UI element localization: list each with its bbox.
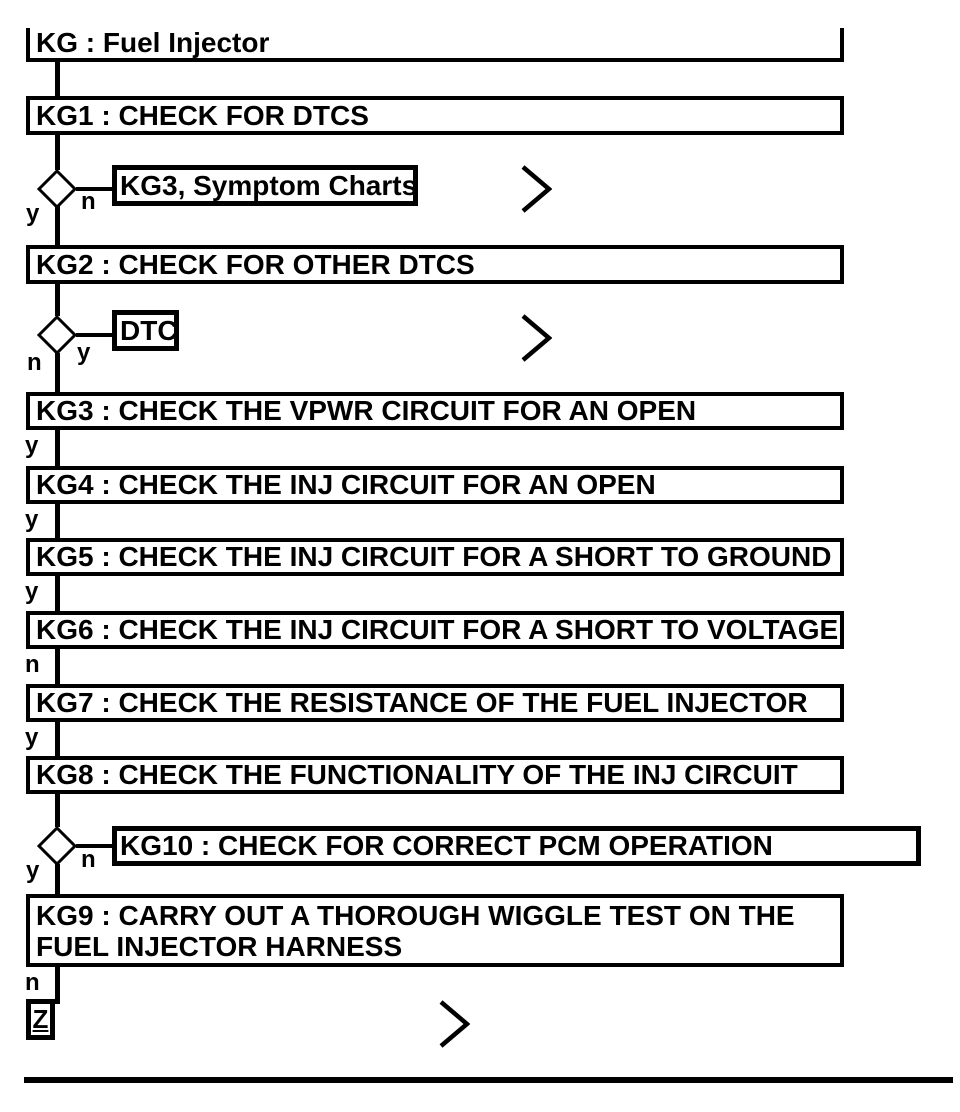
exit-label-yes: y bbox=[25, 506, 39, 533]
connector-line bbox=[55, 504, 60, 538]
continue-chevron-icon bbox=[521, 314, 552, 362]
step-label: KG6 : CHECK THE INJ CIRCUIT FOR A SHORT … bbox=[36, 614, 839, 645]
branch-target-dtc[interactable]: DTC bbox=[112, 310, 179, 351]
connector-line bbox=[76, 844, 112, 848]
continue-chevron-icon bbox=[521, 165, 552, 213]
branch-label-yes: y bbox=[26, 200, 40, 227]
connector-line bbox=[55, 62, 60, 96]
continue-chevron-icon bbox=[439, 1000, 470, 1048]
step-label: KG3 : CHECK THE VPWR CIRCUIT FOR AN OPEN bbox=[36, 395, 697, 426]
exit-label-yes: y bbox=[25, 432, 39, 459]
branch-target-label: DTC bbox=[120, 314, 178, 346]
connector-line bbox=[55, 430, 60, 466]
exit-label-yes: y bbox=[25, 578, 39, 605]
step-label-line2: FUEL INJECTOR HARNESS bbox=[36, 930, 403, 962]
connector-line bbox=[55, 206, 60, 245]
step-box-kg2[interactable]: KG2 : CHECK FOR OTHER DTCS bbox=[26, 245, 844, 284]
step-box-kg3[interactable]: KG3 : CHECK THE VPWR CIRCUIT FOR AN OPEN bbox=[26, 392, 844, 430]
step-label: KG4 : CHECK THE INJ CIRCUIT FOR AN OPEN bbox=[36, 469, 656, 500]
connector-line bbox=[55, 135, 60, 170]
step-label: KG1 : CHECK FOR DTCS bbox=[36, 99, 369, 131]
exit-label-yes: y bbox=[25, 724, 39, 751]
step-label: KG7 : CHECK THE RESISTANCE OF THE FUEL I… bbox=[36, 687, 808, 718]
flowchart-title: KG : Fuel Injector bbox=[36, 27, 270, 58]
connector-line bbox=[55, 284, 60, 316]
step-box-kg6[interactable]: KG6 : CHECK THE INJ CIRCUIT FOR A SHORT … bbox=[26, 611, 844, 649]
step-label: KG8 : CHECK THE FUNCTIONALITY OF THE INJ… bbox=[36, 759, 798, 790]
branch-target-label: KG3, Symptom Charts bbox=[120, 169, 418, 201]
step-label: KG5 : CHECK THE INJ CIRCUIT FOR A SHORT … bbox=[36, 541, 832, 572]
decision-diamond-3 bbox=[36, 825, 78, 867]
connector-line bbox=[55, 864, 60, 894]
branch-label-no: n bbox=[81, 188, 96, 215]
connector-line bbox=[76, 187, 112, 191]
step-box-kg9[interactable]: KG9 : CARRY OUT A THOROUGH WIGGLE TEST O… bbox=[26, 894, 844, 967]
connector-line bbox=[55, 576, 60, 611]
branch-target-label: KG10 : CHECK FOR CORRECT PCM OPERATION bbox=[120, 830, 773, 861]
branch-label-yes: y bbox=[77, 339, 91, 366]
bottom-separator-line bbox=[24, 1077, 953, 1083]
terminal-z-box[interactable]: Z bbox=[26, 999, 55, 1040]
step-label-line1: KG9 : CARRY OUT A THOROUGH WIGGLE TEST O… bbox=[36, 899, 795, 931]
connector-line bbox=[55, 967, 60, 1004]
branch-label-yes: y bbox=[26, 857, 40, 884]
step-box-kg8[interactable]: KG8 : CHECK THE FUNCTIONALITY OF THE INJ… bbox=[26, 756, 844, 794]
step-box-kg5[interactable]: KG5 : CHECK THE INJ CIRCUIT FOR A SHORT … bbox=[26, 538, 844, 576]
exit-label-no: n bbox=[25, 651, 40, 678]
step-label: KG2 : CHECK FOR OTHER DTCS bbox=[36, 248, 475, 280]
branch-target-kg10[interactable]: KG10 : CHECK FOR CORRECT PCM OPERATION bbox=[112, 826, 921, 866]
connector-line bbox=[55, 722, 60, 756]
decision-diamond-2 bbox=[36, 314, 78, 356]
step-box-kg4[interactable]: KG4 : CHECK THE INJ CIRCUIT FOR AN OPEN bbox=[26, 466, 844, 504]
connector-line bbox=[76, 333, 112, 337]
flowchart-title-box: KG : Fuel Injector bbox=[26, 28, 844, 62]
branch-label-no: n bbox=[81, 846, 96, 873]
connector-line bbox=[55, 794, 60, 827]
connector-line bbox=[55, 649, 60, 684]
branch-target-symptom-charts[interactable]: KG3, Symptom Charts bbox=[112, 165, 418, 206]
exit-label-no: n bbox=[25, 969, 40, 996]
decision-diamond-1 bbox=[36, 168, 78, 210]
connector-line bbox=[55, 353, 60, 392]
terminal-label: Z bbox=[32, 1004, 49, 1034]
step-box-kg1[interactable]: KG1 : CHECK FOR DTCS bbox=[26, 96, 844, 135]
step-box-kg7[interactable]: KG7 : CHECK THE RESISTANCE OF THE FUEL I… bbox=[26, 684, 844, 722]
branch-label-no: n bbox=[27, 349, 42, 376]
